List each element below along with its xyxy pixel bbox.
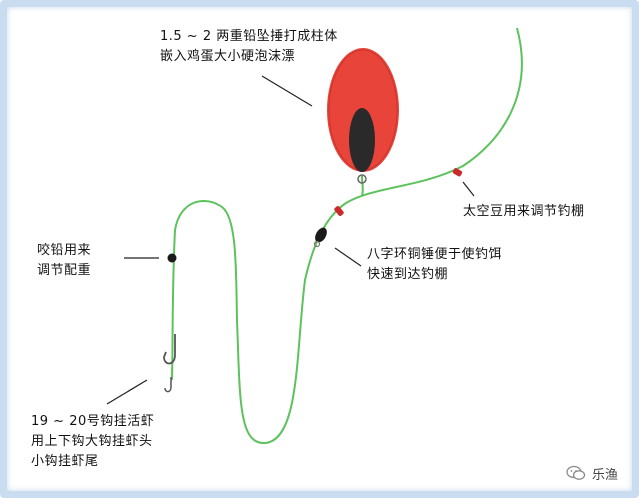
space-bean-upper [452, 168, 463, 177]
leader-hook [106, 379, 148, 405]
split-shot-annotation-line-1: 咬铅用来 [37, 243, 92, 258]
space-bean-lower [334, 206, 344, 216]
float-eye [357, 174, 367, 184]
foam-float [327, 48, 399, 184]
float-annotation: 1.5 ~ 2 两重铅坠捶打成柱体 嵌入鸡蛋大小硬泡沫漂 [160, 27, 338, 67]
hook-annotation-line-1: 19 ~ 20号钩挂活虾 [31, 414, 155, 429]
space-bean-annotation-line-1: 太空豆用来调节钓棚 [463, 204, 585, 219]
leader-bean [462, 181, 475, 197]
swivel-annotation: 八字环铜锤便于使钓饵 快速到达钓棚 [367, 245, 502, 285]
split-shot-annotation: 咬铅用来 调节配重 [37, 241, 91, 281]
main-fishing-line [171, 27, 523, 445]
watermark-text: 乐渔 [592, 467, 619, 483]
split-shot-weight [167, 253, 177, 263]
swivel-annotation-line-2: 快速到达钓棚 [367, 267, 449, 282]
lead-core [349, 108, 375, 172]
large-hook [163, 334, 176, 365]
hook-annotation-line-3: 小钩挂虾尾 [31, 454, 99, 469]
swivel-annotation-line-1: 八字环铜锤便于使钓饵 [367, 247, 503, 262]
float-leader-line [361, 175, 364, 196]
split-shot-annotation-line-2: 调节配重 [37, 263, 92, 278]
watermark: 乐渔 [566, 462, 618, 484]
hook-annotation-line-2: 用上下钩大钩挂虾头 [31, 434, 153, 449]
float-annotation-line-2: 嵌入鸡蛋大小硬泡沫漂 [160, 49, 296, 64]
wechat-icon [566, 465, 586, 480]
hook-annotation: 19 ~ 20号钩挂活虾 用上下钩大钩挂虾头 小钩挂虾尾 [31, 412, 154, 472]
small-hook [164, 377, 172, 393]
swivel-weight [313, 227, 327, 248]
float-annotation-line-1: 1.5 ~ 2 两重铅坠捶打成柱体 [160, 29, 338, 44]
space-bean-annotation: 太空豆用来调节钓棚 [463, 202, 585, 222]
leader-float [261, 75, 313, 107]
leader-swivel [334, 247, 362, 267]
